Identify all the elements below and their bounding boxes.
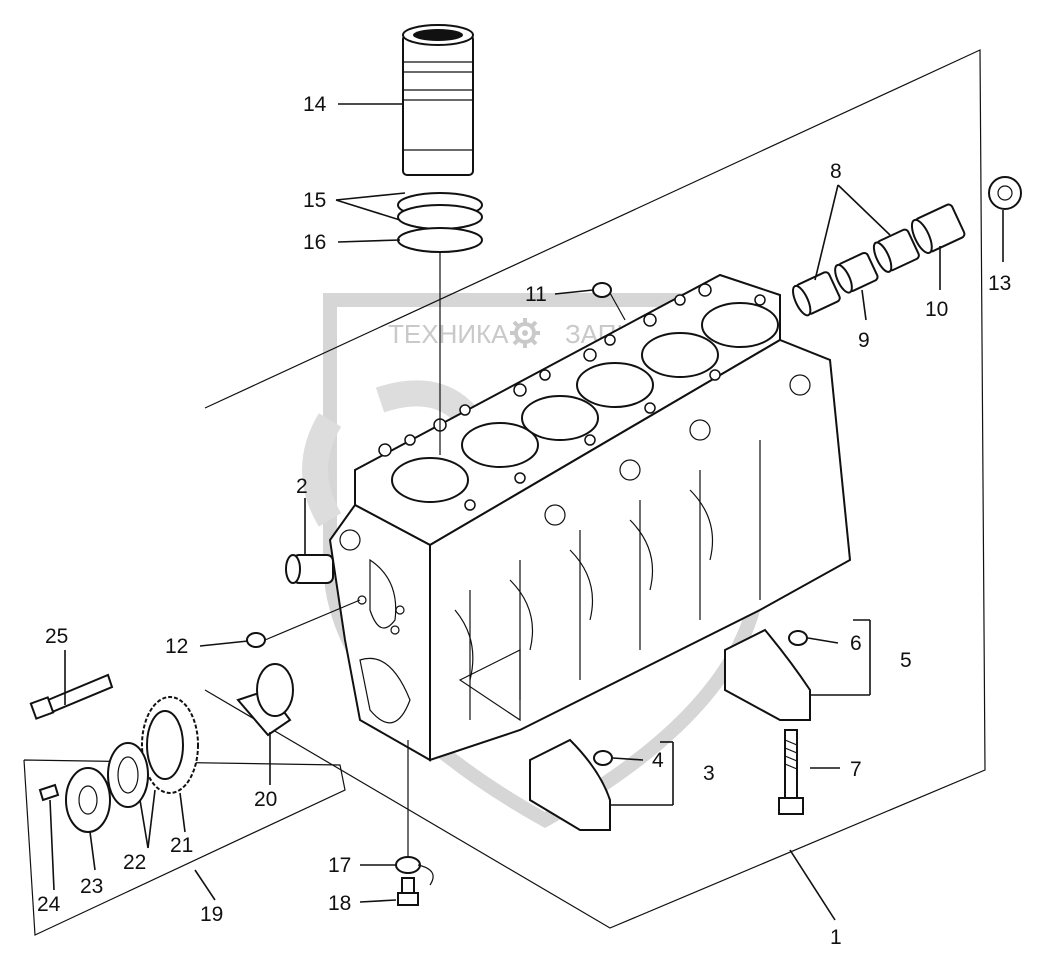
- callout-10: 10: [925, 298, 948, 321]
- gear-icon: [510, 318, 540, 348]
- callout-3: 3: [703, 762, 715, 785]
- callout-23: 23: [80, 875, 103, 898]
- callout-13: 13: [988, 272, 1011, 295]
- idler-hub: [236, 663, 294, 737]
- callout-15: 15: [303, 189, 326, 212]
- callout-16: 16: [303, 231, 326, 254]
- liner-seal-rings: [397, 192, 483, 455]
- gear-group-frame: [23, 759, 346, 936]
- idler-gear: [141, 696, 199, 794]
- callout-25: 25: [45, 625, 68, 648]
- main-bearing-cap-a: [529, 738, 613, 831]
- callout-24: 24: [37, 893, 61, 916]
- leader-lines: [49, 103, 1004, 921]
- callout-12: 12: [165, 635, 188, 658]
- callout-17: 17: [328, 854, 351, 877]
- engine-block: [328, 273, 852, 762]
- idler-retainer-plate: [38, 767, 111, 833]
- idler-bolt: [29, 673, 114, 720]
- callout-6: 6: [850, 632, 862, 655]
- callout-2: 2: [296, 475, 308, 498]
- assembly-frame: [204, 49, 986, 929]
- callout-21: 21: [170, 834, 193, 857]
- callout-18: 18: [328, 892, 351, 915]
- callout-19: 19: [200, 903, 223, 926]
- plug-12-axis: [264, 599, 361, 641]
- callout-22: 22: [123, 851, 146, 874]
- cylinder-liner: [402, 24, 474, 176]
- main-bearing-bolt: [778, 729, 804, 815]
- callout-8: 8: [830, 160, 842, 183]
- callout-labels: 1 2 3 4 5 6 7 8 9 10 11 12 13 14 15 16 1…: [37, 93, 1011, 949]
- callout-4: 4: [652, 749, 664, 772]
- callout-14: 14: [303, 93, 327, 116]
- callout-1: 1: [830, 926, 842, 949]
- callout-11: 11: [525, 283, 547, 306]
- callout-7: 7: [850, 758, 862, 781]
- watermark-text-left: ТЕХНИКА: [388, 319, 509, 349]
- plug-12: [246, 632, 266, 648]
- camshaft-bushings: [792, 176, 1022, 317]
- callout-9: 9: [858, 329, 870, 352]
- front-bushing: [285, 554, 334, 584]
- idler-bearing: [107, 742, 149, 808]
- main-bearing-cap-b: [724, 628, 811, 721]
- callout-20: 20: [254, 788, 277, 811]
- callout-5: 5: [900, 649, 912, 672]
- oil-jet-fitting: [395, 740, 434, 906]
